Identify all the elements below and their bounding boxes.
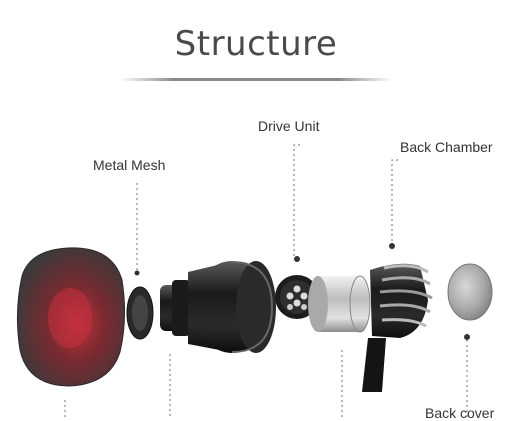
back-chamber-leader: [391, 159, 398, 243]
drive-unit-leader: [293, 144, 300, 256]
title-underline: [120, 78, 392, 81]
back-cover-part: [447, 263, 493, 340]
drive-unit-part: [275, 256, 319, 319]
back-chamber-part: [362, 243, 433, 392]
metal-mesh-label: Metal Mesh: [93, 157, 166, 173]
ear-tip: [16, 247, 126, 387]
back-chamber-label: Back Chamber: [400, 139, 493, 155]
metal-mesh-part: [126, 270, 154, 340]
page-title: Structure: [174, 24, 338, 64]
drive-unit-label: Drive Unit: [258, 118, 320, 134]
leader-lines: [64, 144, 468, 418]
front-housing: [160, 261, 276, 353]
back-cover-label: Back cover: [425, 405, 495, 421]
chrome-ring: [308, 275, 371, 333]
